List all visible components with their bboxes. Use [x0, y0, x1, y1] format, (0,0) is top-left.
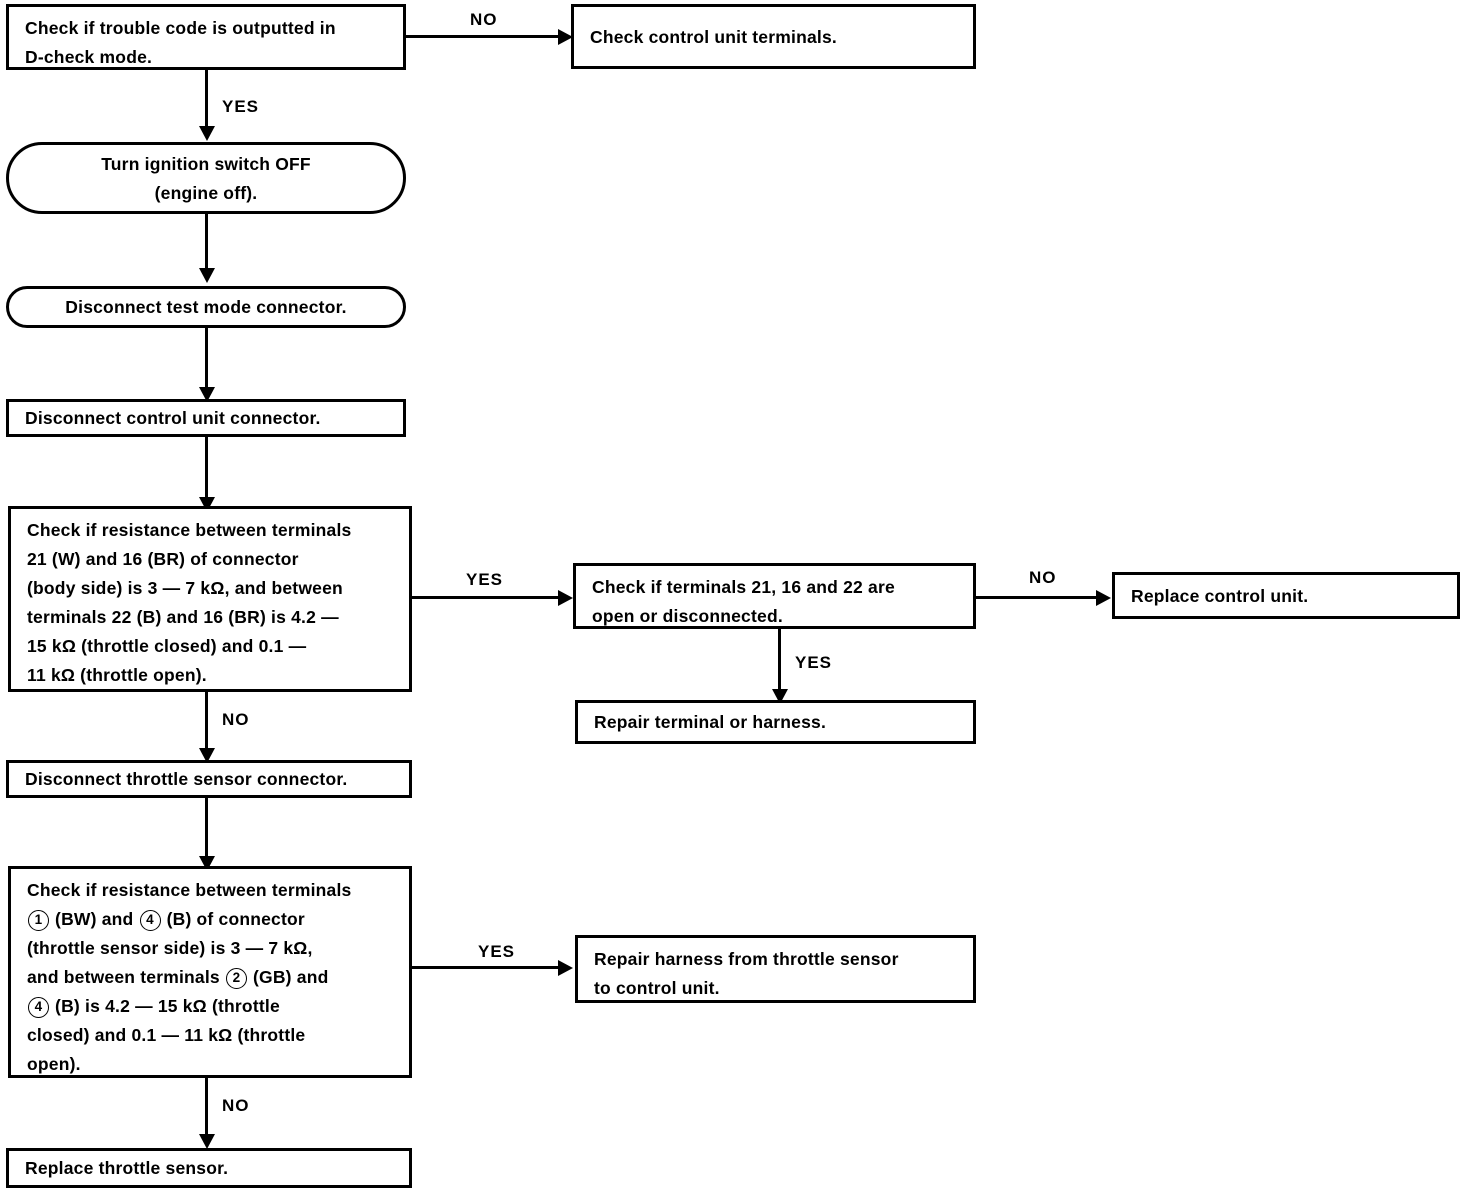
edge-yes-2-line — [412, 596, 567, 599]
edge-no-2-arrowhead — [1096, 589, 1111, 606]
node-line: 15 kΩ (throttle closed) and 0.1 — — [27, 636, 307, 656]
edge-ignition-to-testmode-arrowhead — [198, 268, 215, 283]
node-disconnect-control-unit-connector: Disconnect control unit connector. — [6, 399, 406, 437]
node-line: 4 (B) is 4.2 — 15 kΩ (throttle — [27, 992, 397, 1021]
node-check-trouble-code: Check if trouble code is outputted in D-… — [6, 4, 406, 70]
edge-no-4-line — [205, 1078, 208, 1140]
edge-label-yes-1: YES — [222, 97, 260, 116]
node-line: Turn ignition switch OFF — [101, 153, 311, 174]
edge-label-no-1: NO — [470, 10, 498, 29]
node-line: open or disconnected. — [592, 606, 783, 626]
edge-label-yes-2: YES — [466, 570, 504, 589]
node-line: Check control unit terminals. — [590, 26, 837, 47]
node-line: Disconnect control unit connector. — [25, 408, 321, 428]
node-line: and between terminals 2 (GB) and — [27, 967, 329, 989]
node-check-resistance-body-side: Check if resistance between terminals 21… — [8, 506, 412, 692]
edge-yes-1-line — [205, 70, 208, 132]
node-line: Disconnect test mode connector. — [65, 297, 347, 317]
edge-no-4-arrowhead — [198, 1134, 215, 1149]
edge-testmode-to-cu-line — [205, 328, 208, 394]
node-line: Check if trouble code is outputted in — [25, 18, 336, 38]
node-line: (throttle sensor side) is 3 — 7 kΩ, — [27, 938, 313, 958]
edge-yes-4-arrowhead — [558, 959, 573, 976]
node-check-resistance-sensor-side: Check if resistance between terminals 1 … — [8, 866, 412, 1078]
node-line: 21 (W) and 16 (BR) of connector — [27, 549, 299, 569]
node-line: Check if resistance between terminals — [27, 520, 352, 540]
node-check-control-unit-terminals: Check control unit terminals. — [571, 4, 976, 69]
node-line: D-check mode. — [25, 47, 153, 67]
node-line: Replace throttle sensor. — [25, 1158, 229, 1178]
edge-yes-2-arrowhead — [558, 589, 573, 606]
edge-no-3-arrowhead — [198, 748, 215, 763]
node-check-terminals-open: Check if terminals 21, 16 and 22 are ope… — [573, 563, 976, 629]
node-disconnect-throttle-sensor-connector: Disconnect throttle sensor connector. — [6, 760, 412, 798]
node-disconnect-test-mode-connector: Disconnect test mode connector. — [6, 286, 406, 328]
node-repair-terminal-or-harness: Repair terminal or harness. — [575, 700, 976, 744]
node-line: to control unit. — [594, 978, 720, 998]
node-line: (body side) is 3 — 7 kΩ, and between — [27, 578, 343, 598]
node-line: terminals 22 (B) and 16 (BR) is 4.2 — — [27, 607, 339, 627]
edge-throttle-to-resistance-line — [205, 798, 208, 864]
node-line: Check if resistance between terminals — [27, 880, 352, 900]
edge-yes-4-line — [412, 966, 567, 969]
node-line: 11 kΩ (throttle open). — [27, 665, 207, 685]
node-line: closed) and 0.1 — 11 kΩ (throttle — [27, 1025, 306, 1045]
edge-label-yes-4: YES — [478, 942, 516, 961]
edge-no-3-line — [205, 692, 208, 754]
node-replace-control-unit: Replace control unit. — [1112, 572, 1460, 619]
edge-label-no-4: NO — [222, 1096, 250, 1115]
node-line: Repair harness from throttle sensor — [594, 949, 899, 969]
node-line: Repair terminal or harness. — [594, 712, 827, 732]
edge-label-yes-3: YES — [795, 653, 833, 672]
node-replace-throttle-sensor: Replace throttle sensor. — [6, 1148, 412, 1188]
edge-yes-3-line — [778, 629, 781, 695]
edge-no-1-arrowhead — [558, 28, 573, 45]
edge-label-no-2: NO — [1029, 568, 1057, 587]
edge-yes-1-arrowhead — [198, 126, 215, 141]
node-line: Check if terminals 21, 16 and 22 are — [592, 577, 895, 597]
edge-ignition-to-testmode-line — [205, 214, 208, 274]
edge-no-1-line — [406, 35, 566, 38]
node-line: Replace control unit. — [1131, 585, 1309, 606]
node-line: open). — [27, 1054, 81, 1074]
edge-testmode-to-cu-arrowhead — [198, 387, 215, 402]
node-line: (engine off). — [154, 182, 258, 203]
node-line: 1 (BW) and 4 (B) of connector — [27, 905, 397, 934]
node-turn-ignition-off: Turn ignition switch OFF (engine off). — [6, 142, 406, 214]
edge-no-2-line — [976, 596, 1100, 599]
edge-cu-to-resistance-line — [205, 437, 208, 505]
node-line: Disconnect throttle sensor connector. — [25, 769, 348, 789]
node-repair-harness: Repair harness from throttle sensor to c… — [575, 935, 976, 1003]
edge-label-no-3: NO — [222, 710, 250, 729]
